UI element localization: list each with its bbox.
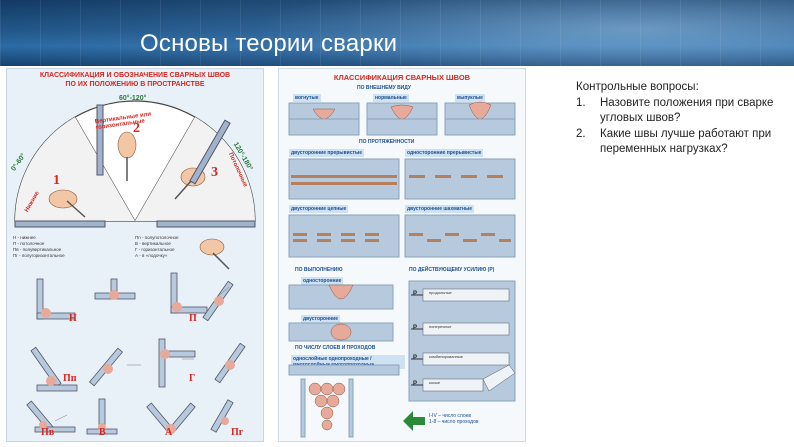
weld-classification-diagram [288,101,516,438]
sector-number-3: 3 [211,165,218,180]
joint-label-g: Г [189,373,196,384]
layers-legend: I-IV – число слоев 1-8 – число проходов [429,413,479,425]
angle-60-120: 60°-120° [119,95,147,102]
force-letter-4: Р [413,381,418,387]
legend-left-col: Н - нижнее П - потолочное Пв - полуверти… [13,235,133,259]
legend-right-col: Пп - полупотолочное В - вертикальное Г -… [135,235,255,259]
slide-title: Основы теории сварки [140,30,398,57]
force-letter-2: Р [413,325,418,331]
question-2: 2. Какие швы лучше работают при переменн… [576,127,790,158]
section-appearance: ПО ВНЕШНЕМУ ВИДУ [357,85,412,91]
joint-label-n: Н [69,313,77,324]
tag-normal: нормальные [373,94,409,102]
header-texture [0,0,794,66]
joint-label-pv: Пв [41,427,55,438]
section-length: ПО ПРОТЯЖЕННОСТИ [359,139,415,145]
weld-position-diagram [14,100,256,435]
legend-item: Пп - полупотолочное [135,235,179,240]
legend-item: Пв - полувертикальное [13,247,62,252]
legend-layers-count: I-IV – число слоев [429,413,472,419]
tag-one-sided: односторонние [301,277,344,285]
section-layers: ПО ЧИСЛУ СЛОЕВ И ПРОХОДОВ [295,345,376,351]
sector-number-1: 1 [53,173,60,188]
joint-label-v: В [99,427,106,438]
tag-chain: двусторонние цепные [289,205,349,213]
question-2-text: Какие швы лучше работают при переменных … [600,127,772,156]
joint-label-pg: Пг [231,427,244,438]
legend-item: П - потолочное [13,241,45,246]
question-1-number: 1. [576,96,586,109]
tag-single-interrupted: односторонние прерывистые [405,149,484,157]
joint-label-pp: Пп [63,373,77,384]
header-light-streak [0,0,794,66]
force-letter-3: Р [413,355,418,361]
sector-number-2: 2 [133,121,140,136]
section-execution: ПО ВЫПОЛНЕНИЮ [295,267,343,273]
questions-heading: Контрольные вопросы: [576,81,699,93]
joint-label-a: А [165,427,173,438]
control-questions: Контрольные вопросы: 1. Назовите положен… [576,80,790,158]
question-1: 1. Назовите положения при сварке угловых… [576,96,790,127]
tag-two-sided: двусторонние [301,315,340,323]
force-tag-transverse: поперечные [429,324,452,329]
legend-item: Пг - полугоризонтальное [13,253,65,258]
force-tag-combined: комбинированные [429,354,463,359]
force-tag-oblique: косые [429,380,441,385]
tag-concave: вогнутые [293,94,321,102]
tag-staggered: двусторонние шахматные [405,205,475,213]
legend-item: А - в «лодочку» [135,253,168,258]
poster-left-title-1: КЛАССИФИКАЦИЯ И ОБОЗНАЧЕНИЕ СВАРНЫХ ШВОВ [39,72,231,79]
joint-label-p: П [189,313,197,324]
legend-item: Г - горизонтальное [135,247,175,252]
poster-left-title-2: ПО ИХ ПОЛОЖЕНИЮ В ПРОСТРАНСТВЕ [65,81,205,88]
tag-single-layer: однослойные однопроходные [293,356,369,362]
section-force: ПО ДЕЙСТВУЮЩЕМУ УСИЛИЮ (Р) [409,267,495,273]
force-tag-longitudinal: продольные [429,290,452,295]
question-2-number: 2. [576,127,586,140]
question-1-text: Назовите положения при сварке угловых шв… [600,96,774,125]
tag-convex: выпуклые [455,94,485,102]
legend-item: В - вертикальное [135,241,171,246]
slide-header: Основы теории сварки [0,0,794,66]
legend-item: Н - нижнее [13,235,36,240]
poster-weld-classification: КЛАССИФИКАЦИЯ СВАРНЫХ ШВОВ ПО ВНЕШНЕМУ В… [278,68,526,442]
legend-passes-count: 1-8 – число проходов [429,419,479,425]
poster-right-title: КЛАССИФИКАЦИЯ СВАРНЫХ ШВОВ [333,73,471,82]
tag-double-interrupted: двусторонние прерывистые [289,149,364,157]
force-letter-1: Р [413,291,418,297]
poster-weld-positions: КЛАССИФИКАЦИЯ И ОБОЗНАЧЕНИЕ СВАРНЫХ ШВОВ… [6,68,264,442]
